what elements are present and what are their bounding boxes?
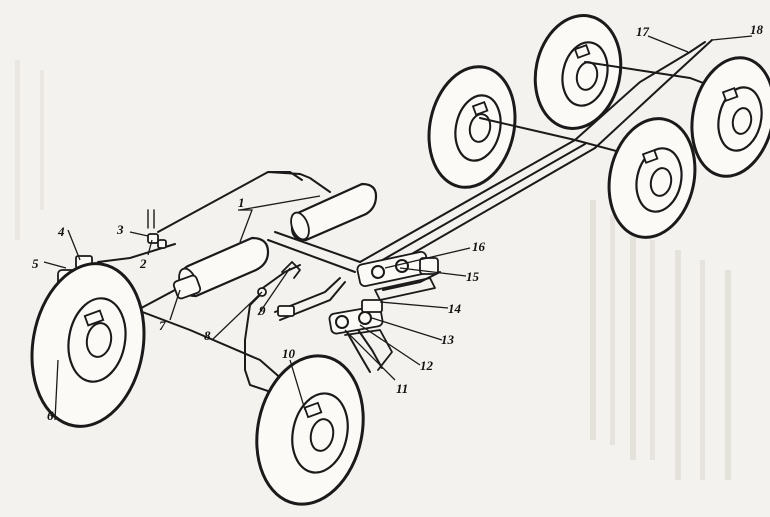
callout-12: 12 xyxy=(420,358,434,373)
brake-chamber-icon xyxy=(303,401,323,419)
relay-valve-assembly xyxy=(328,299,393,371)
callout-5: 5 xyxy=(32,256,39,271)
brake-chamber-icon xyxy=(721,87,739,102)
callout-9: 9 xyxy=(259,303,266,318)
callout-1: 1 xyxy=(238,195,245,210)
callout-7: 7 xyxy=(159,318,166,333)
callout-2: 2 xyxy=(139,256,147,271)
callout-3: 3 xyxy=(116,222,124,237)
brake-chamber-icon xyxy=(641,149,659,164)
callout-13: 13 xyxy=(441,332,455,347)
callout-labels: 1 2 3 4 5 6 7 8 9 10 11 12 13 14 15 16 1… xyxy=(32,22,764,423)
callout-11: 11 xyxy=(396,381,408,396)
callout-6: 6 xyxy=(47,408,54,423)
pressure-regulator xyxy=(147,209,167,249)
callout-15: 15 xyxy=(466,269,480,284)
front-wheel-left xyxy=(30,262,146,428)
callout-16: 16 xyxy=(472,239,486,254)
brake-chamber-icon xyxy=(471,101,489,116)
leader-lines xyxy=(43,35,753,421)
callout-18: 18 xyxy=(750,22,764,37)
brake-chamber-icon xyxy=(83,309,105,327)
brake-chamber-icon xyxy=(573,44,591,59)
rear-wheel-far-right xyxy=(533,14,623,130)
callout-4: 4 xyxy=(57,224,65,239)
callout-8: 8 xyxy=(204,328,211,343)
rear-wheel-near-left xyxy=(607,117,697,239)
rear-wheel-far-left xyxy=(427,65,517,189)
rear-wheel-near-right xyxy=(690,56,770,178)
bleed-through-texture xyxy=(15,60,731,480)
filter-unit xyxy=(172,274,202,300)
front-wheel-right xyxy=(255,354,365,506)
callout-14: 14 xyxy=(448,301,462,316)
callout-17: 17 xyxy=(636,24,650,39)
air-tank-rear xyxy=(290,182,378,242)
callout-10: 10 xyxy=(282,346,296,361)
